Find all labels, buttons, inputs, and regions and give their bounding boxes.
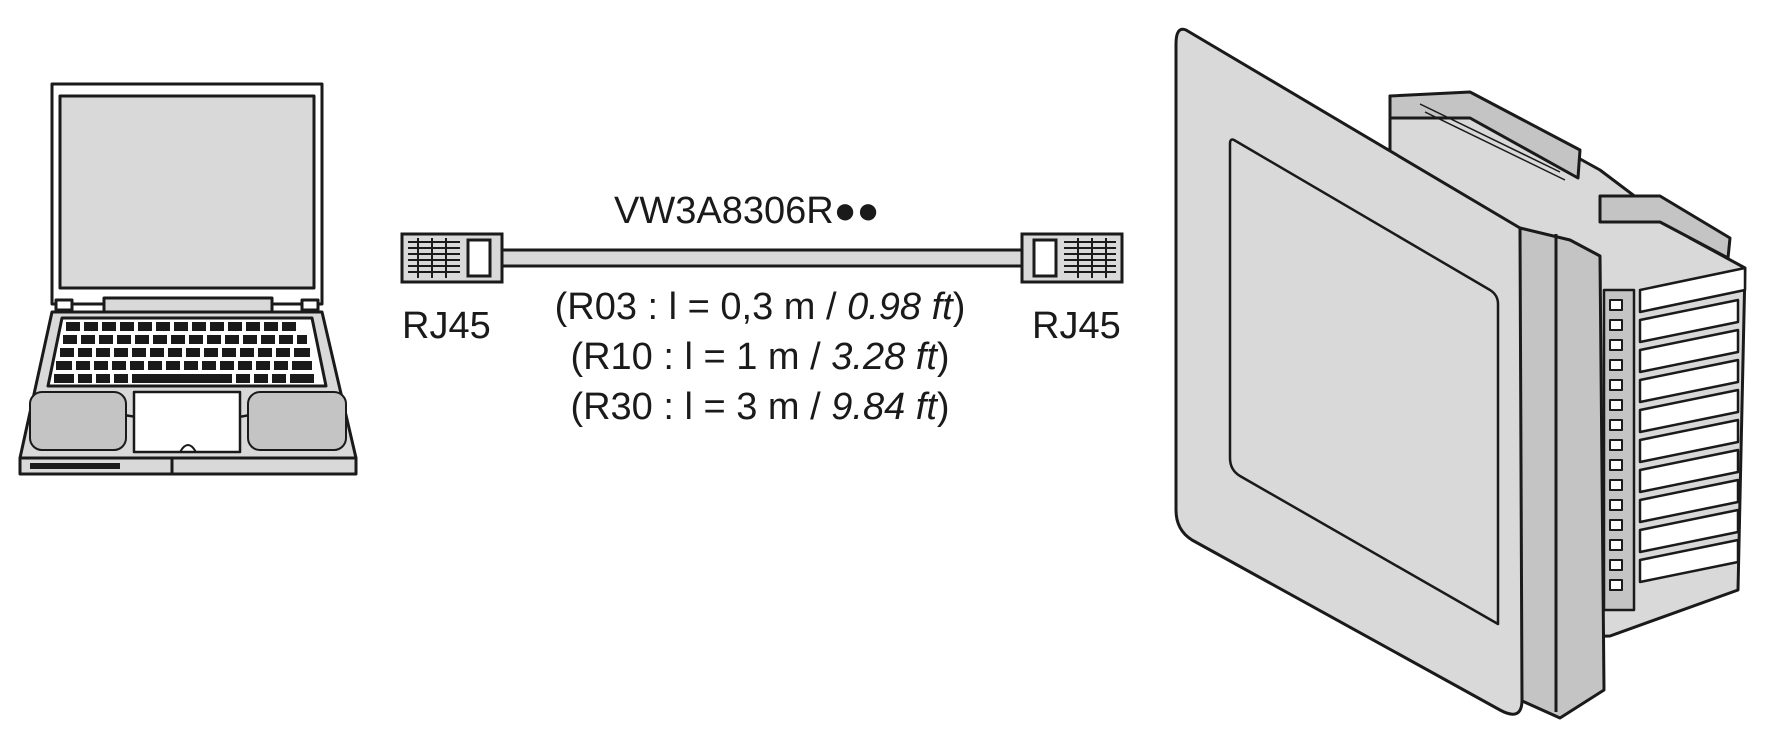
left-connector-label: RJ45: [402, 305, 491, 347]
laptop-icon: [18, 82, 358, 476]
length-metric: (R03 : l = 0,3 m /: [554, 286, 848, 328]
cable-length-r03: (R03 : l = 0,3 m / 0.98 ft): [520, 286, 1000, 329]
rj45-connector-icon: [1020, 232, 1124, 284]
hmi-panel-icon: [1174, 27, 1747, 720]
cable-length-r30: (R30 : l = 3 m / 9.84 ft): [520, 386, 1000, 429]
length-close: ): [952, 286, 966, 328]
length-close: ): [936, 336, 950, 378]
length-imperial: 3.28 ft: [831, 336, 937, 378]
length-metric: (R30 : l = 3 m /: [570, 386, 832, 428]
cable-length-r10: (R10 : l = 1 m / 3.28 ft): [520, 336, 1000, 379]
length-close: ): [936, 386, 950, 428]
length-metric: (R10 : l = 1 m /: [570, 336, 832, 378]
right-connector-label: RJ45: [1032, 305, 1121, 347]
length-imperial: 0.98 ft: [847, 286, 953, 328]
cable-part-number: VW3A8306R●●: [614, 190, 880, 232]
rj45-connector-icon: [400, 232, 504, 284]
cable: [500, 248, 1024, 268]
length-imperial: 9.84 ft: [831, 386, 937, 428]
